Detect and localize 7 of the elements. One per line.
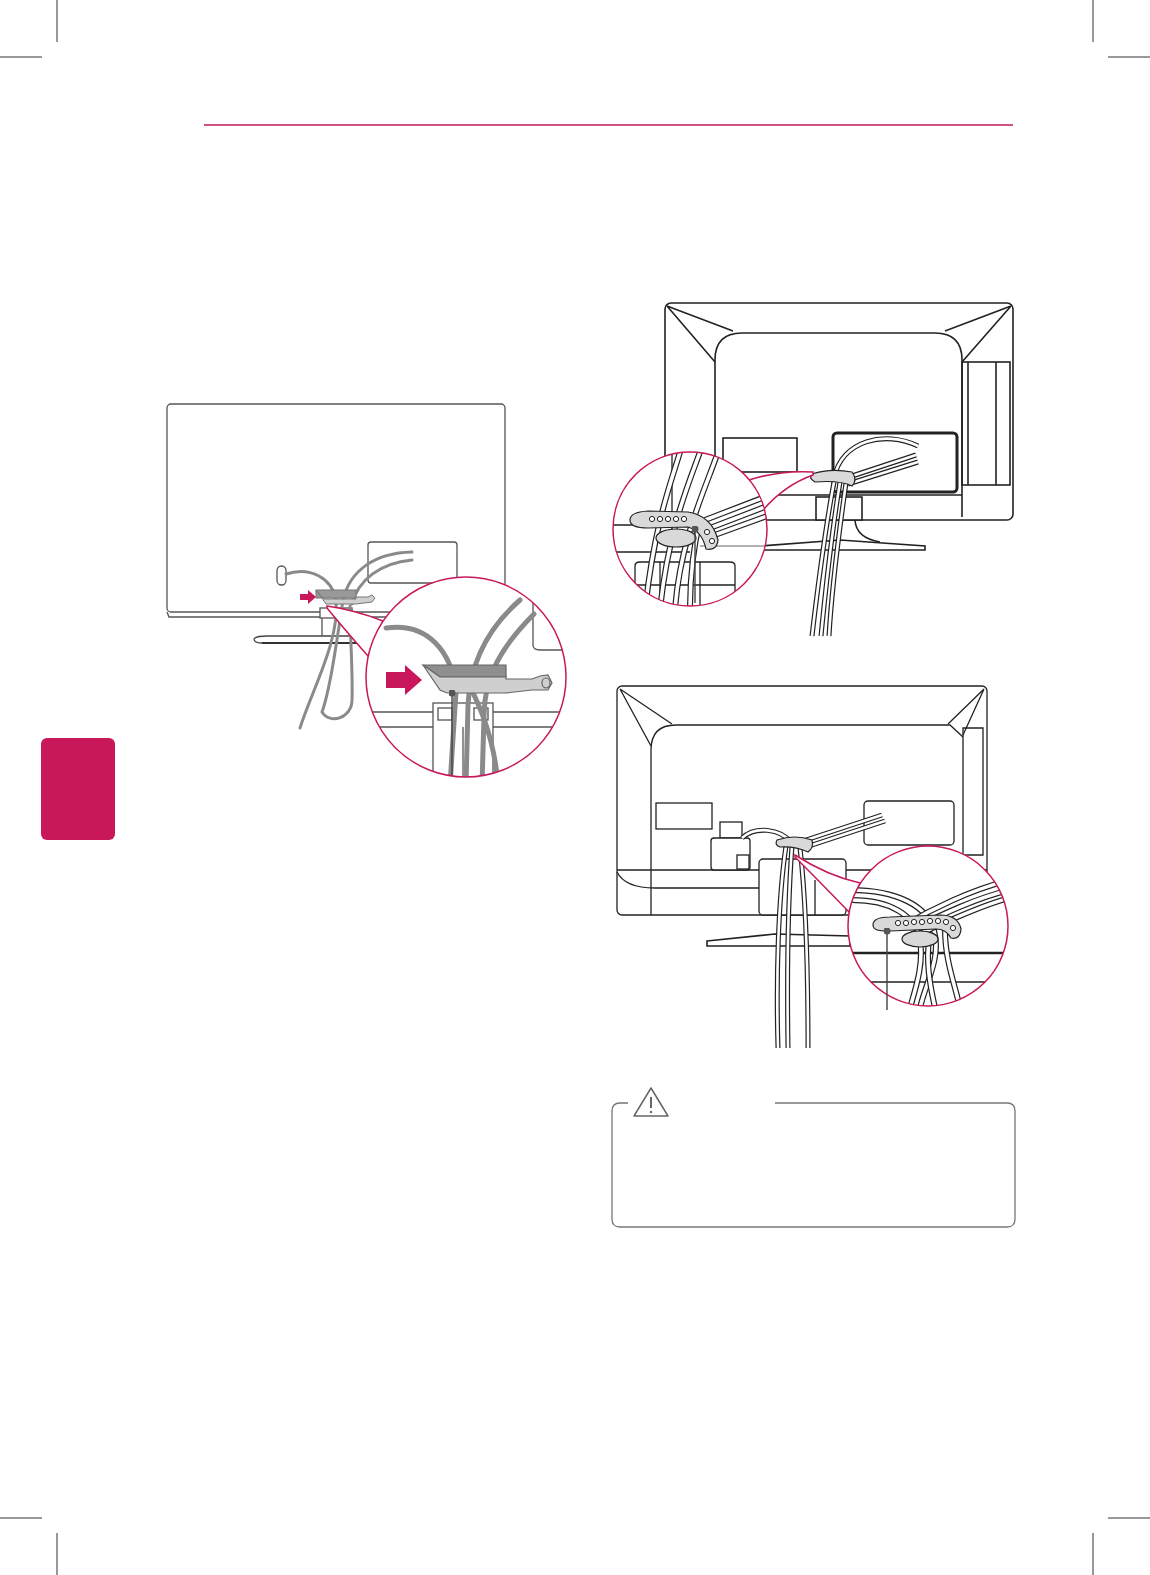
leader-line (691, 525, 699, 604)
cable-holder (421, 664, 553, 694)
cable-holder (872, 914, 962, 948)
leader-line (883, 927, 891, 1011)
leader-line (448, 689, 456, 776)
section-tab (41, 738, 115, 840)
cable-holder (629, 510, 719, 550)
